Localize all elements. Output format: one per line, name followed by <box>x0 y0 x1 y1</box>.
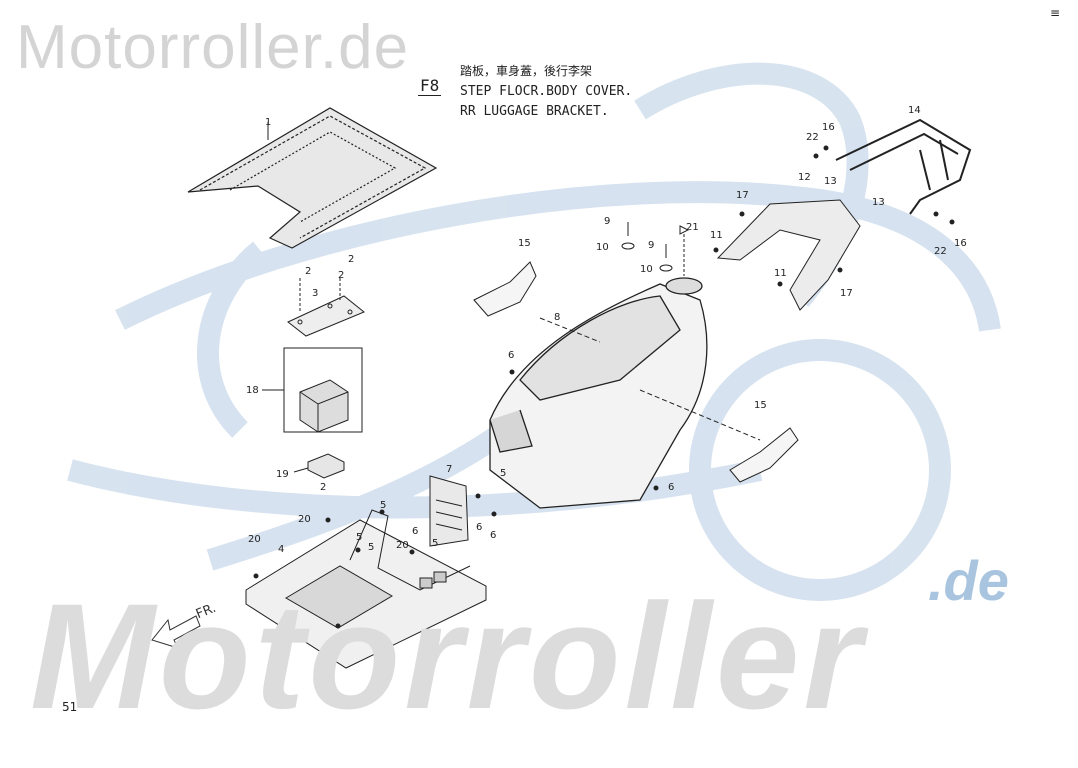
inner-lid <box>429 475 469 547</box>
callout-16: 16 <box>822 122 835 133</box>
figure-code: F8 <box>418 76 442 96</box>
watermark-suffix: .de <box>928 549 1009 612</box>
callout-9: 9 <box>604 216 610 227</box>
fasteners-top <box>621 222 690 276</box>
callout-15: 15 <box>754 400 767 411</box>
floor-panel <box>245 509 487 669</box>
callout-7: 7 <box>446 464 452 475</box>
callout-16: 16 <box>954 238 967 249</box>
small-screws <box>253 145 955 629</box>
callout-18: 18 <box>246 385 259 396</box>
callout-6: 6 <box>508 350 514 361</box>
callout-5: 5 <box>500 468 506 479</box>
page-number: 51 <box>62 700 78 714</box>
callout-3: 3 <box>312 288 318 299</box>
callout-22: 22 <box>934 246 947 257</box>
callout-12: 12 <box>798 172 811 183</box>
corner-mark: ≡ <box>1050 6 1061 20</box>
emblem-right <box>729 427 799 483</box>
callout-6: 6 <box>412 526 418 537</box>
callout-19: 19 <box>276 469 289 480</box>
callout-14: 14 <box>908 105 921 116</box>
callout-5: 5 <box>380 500 386 511</box>
callout-2: 2 <box>338 270 344 281</box>
callout-10: 10 <box>640 264 653 275</box>
callout-8: 8 <box>554 312 560 323</box>
callout-5: 5 <box>368 542 374 553</box>
front-direction-arrow-icon <box>151 615 201 649</box>
callout-2: 2 <box>320 482 326 493</box>
callout-17: 17 <box>840 288 853 299</box>
callout-2: 2 <box>305 266 311 277</box>
luggage-bracket <box>835 118 972 215</box>
figure-title-line-1: STEP FLOCR.BODY COVER. <box>460 84 633 99</box>
callout-15: 15 <box>518 238 531 249</box>
callout-13: 13 <box>872 197 885 208</box>
watermark-scooter-graphic <box>67 62 1001 601</box>
callout-6: 6 <box>668 482 674 493</box>
watermark-bottom: Motorroller <box>30 572 866 740</box>
watermark-top: Motorroller.de <box>16 13 410 82</box>
callout-11: 11 <box>774 268 787 279</box>
body-cover <box>489 277 708 509</box>
battery <box>299 379 349 433</box>
battery-cover-plate <box>287 295 365 337</box>
callout-2: 2 <box>348 254 354 265</box>
callout-22: 22 <box>806 132 819 143</box>
callout-4: 4 <box>278 544 284 555</box>
callout-6: 6 <box>476 522 482 533</box>
callout-21: 21 <box>686 222 699 233</box>
callout-20: 20 <box>248 534 261 545</box>
callout-11: 11 <box>710 230 723 241</box>
callout-17: 17 <box>736 190 749 201</box>
rear-cover <box>716 199 861 311</box>
callout-1: 1 <box>265 117 271 128</box>
rubber-block <box>307 453 345 479</box>
figure-title-line-2: RR LUGGAGE BRACKET. <box>460 104 609 119</box>
callout-20: 20 <box>298 514 311 525</box>
callout-10: 10 <box>596 242 609 253</box>
callout-6: 6 <box>490 530 496 541</box>
callout-5: 5 <box>356 532 362 543</box>
callout-13: 13 <box>824 176 837 187</box>
callout-9: 9 <box>648 240 654 251</box>
callout-5: 5 <box>432 538 438 549</box>
callout-20: 20 <box>396 540 409 551</box>
emblem-left <box>473 261 537 317</box>
figure-title-chinese: 踏板，車身蓋，後行李架 <box>460 64 593 78</box>
step-floor-mat <box>187 107 438 249</box>
